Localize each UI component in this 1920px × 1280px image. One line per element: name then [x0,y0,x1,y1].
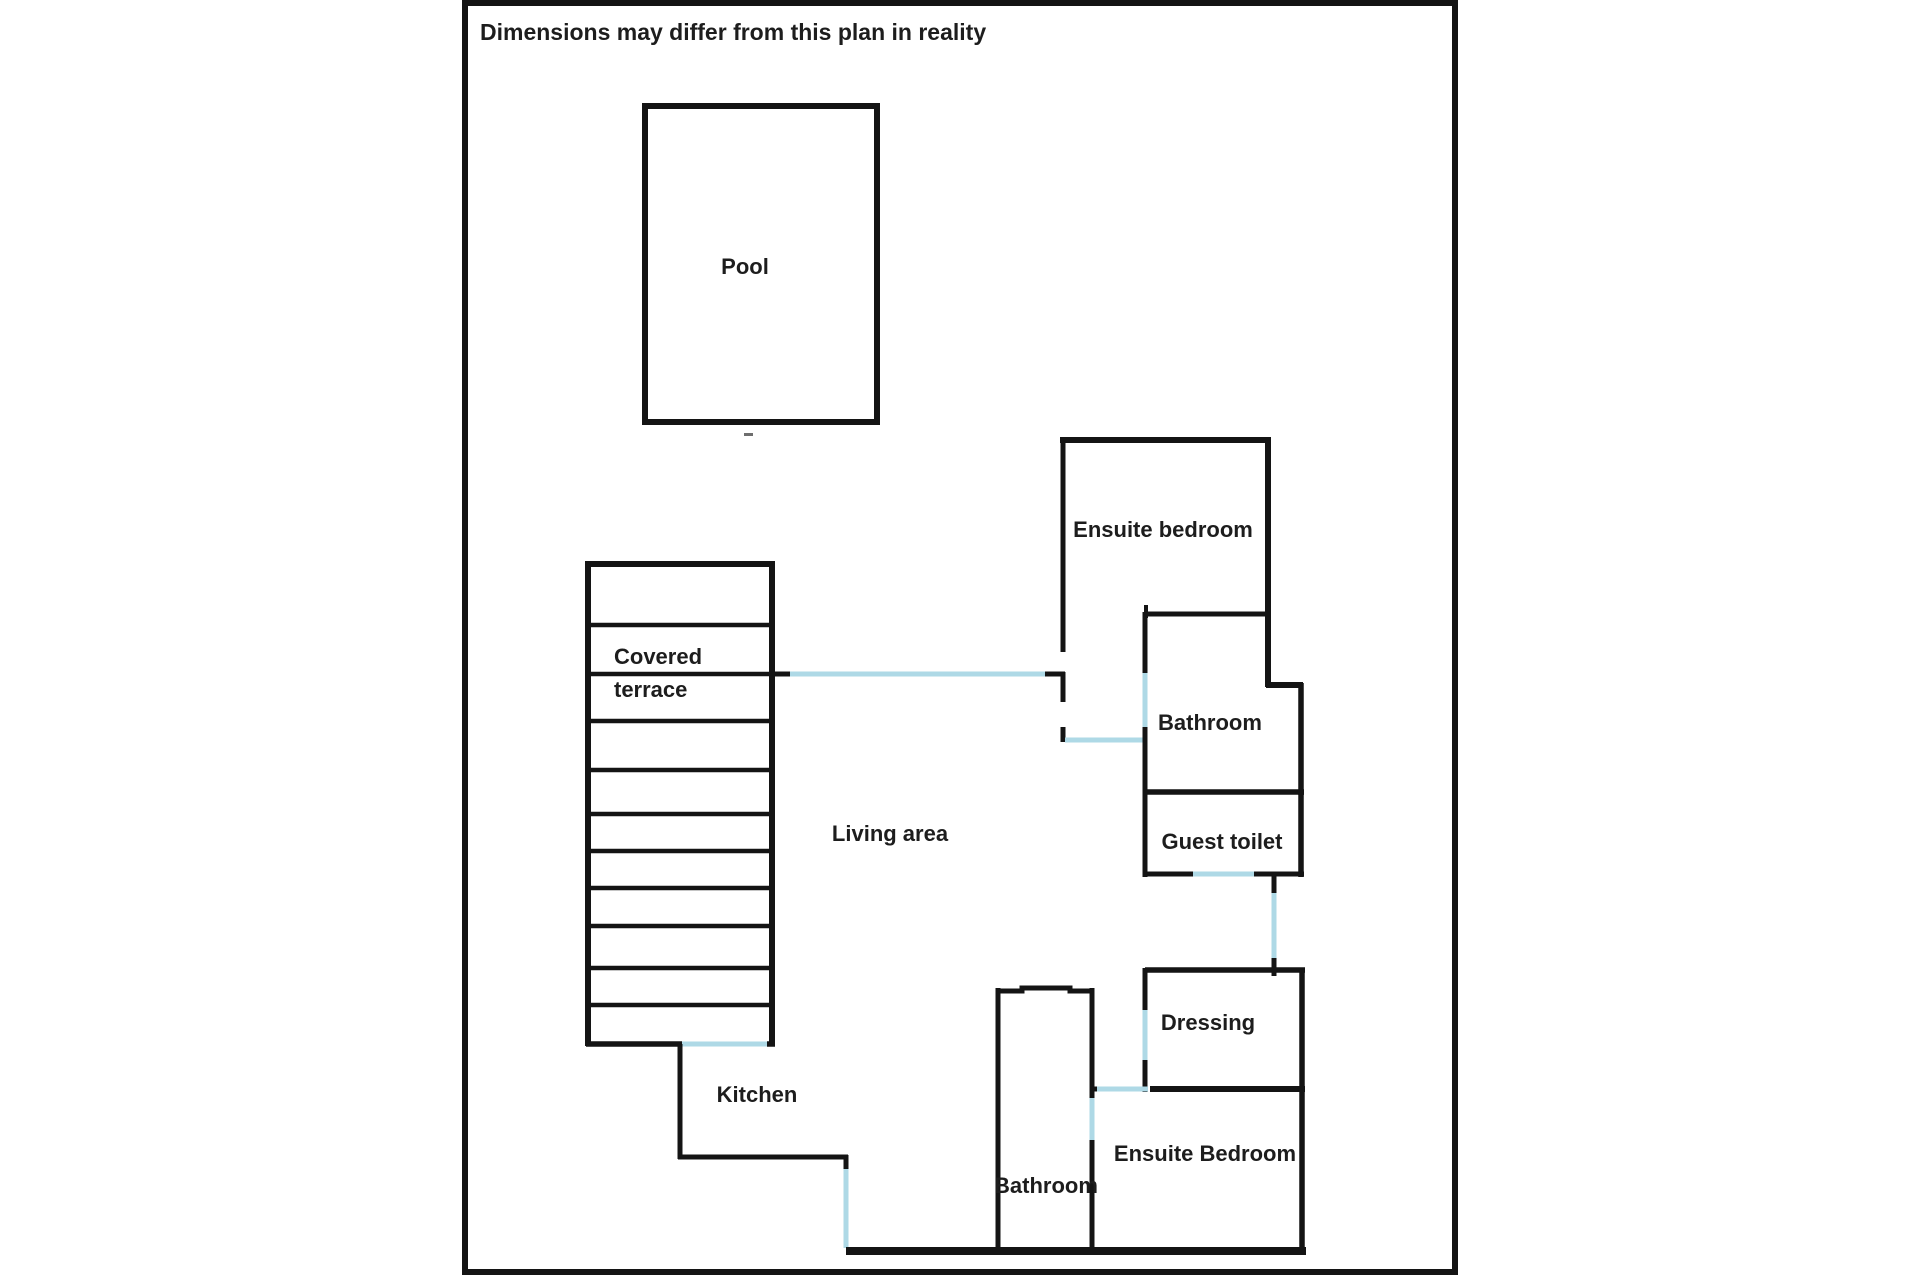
pool-outline [642,103,880,436]
room-label-bathroom-bottom: Bathroom [994,1173,1098,1198]
room-label-guest-toilet: Guest toilet [1161,829,1283,854]
plan-disclaimer-title: Dimensions may differ from this plan in … [480,19,986,45]
room-label-ensuite-bedroom-bottom: Ensuite Bedroom [1114,1141,1296,1166]
kitchen-outline [677,1044,849,1248]
plan-border [462,0,1458,1275]
room-label-pool: Pool [721,254,769,279]
bathroom-top-outline [1142,605,1304,795]
ensuite-bedroom-top-outline [1060,437,1303,743]
bathroom-bottom-outline [995,985,1094,1253]
room-label-covered: Covered [614,644,702,669]
room-label-living-area: Living area [832,821,949,846]
room-label-ensuite-bedroom-top: Ensuite bedroom [1073,517,1253,542]
guest-toilet-outline [1142,792,1304,877]
terrace-slats [590,622,770,1008]
pool-tick-mark [744,433,753,436]
room-label-kitchen: Kitchen [717,1082,798,1107]
room-label-dressing: Dressing [1161,1010,1255,1035]
dressing-outline [1142,967,1305,1253]
room-label-terrace: terrace [614,677,687,702]
ensuite-bedroom-bottom-outline [1089,988,1148,1253]
room-label-bathroom-top: Bathroom [1158,710,1262,735]
covered-terrace-outline [585,561,775,1047]
